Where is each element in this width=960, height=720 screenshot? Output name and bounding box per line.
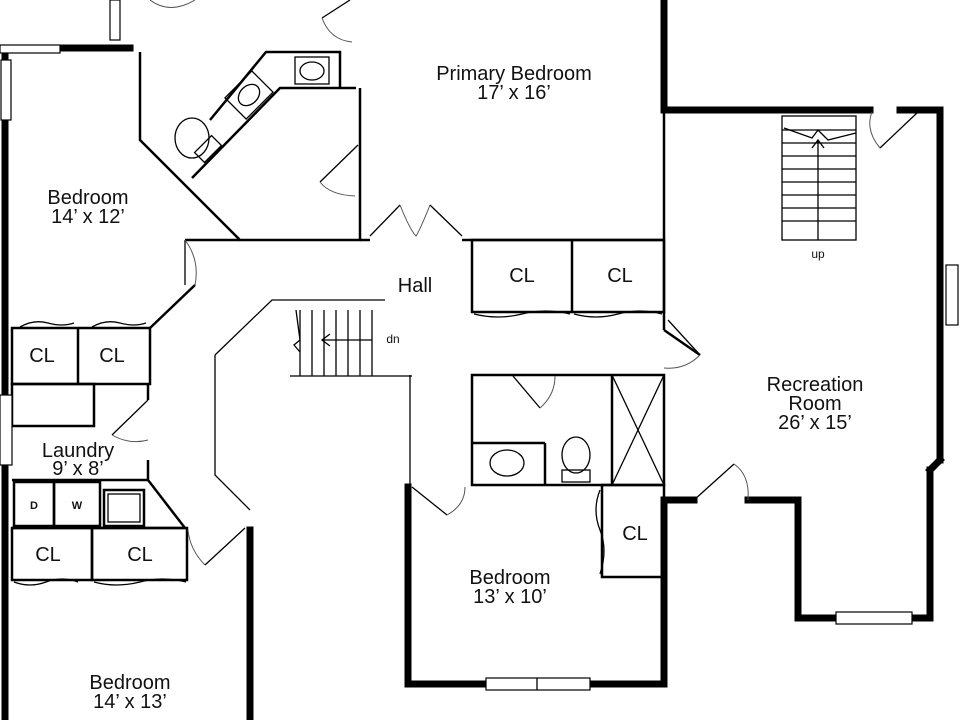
- dryer-label: D: [30, 500, 38, 512]
- closet-labels: CL CL CL CL CL CL CL: [29, 265, 648, 566]
- primary-bedroom-name: Primary Bedroom: [436, 63, 592, 85]
- room-labels: Primary Bedroom 17’ x 16’ Bedroom 14’ x …: [42, 63, 864, 713]
- stairs-down: [290, 309, 412, 377]
- laundry-dims: 9’ x 8’: [52, 458, 104, 480]
- misc-labels: up dn D W: [30, 247, 825, 512]
- bedroom-nw-dims: 14’ x 12’: [51, 206, 125, 228]
- primary-bedroom-dims: 17’ x 16’: [477, 82, 551, 104]
- fixtures: [107, 56, 591, 523]
- bedroom-sw-name: Bedroom: [89, 672, 170, 694]
- closet-label: CL: [35, 544, 61, 566]
- stairs-up-label: up: [811, 247, 825, 261]
- closet-label: CL: [99, 345, 125, 367]
- bedroom-sw-dims: 14’ x 13’: [93, 691, 167, 713]
- doors: [111, 0, 919, 566]
- closet-label: CL: [622, 523, 648, 545]
- recreation-dims: 26’ x 15’: [778, 412, 852, 434]
- windows: [0, 0, 959, 691]
- bedroom-nw-name: Bedroom: [47, 187, 128, 209]
- closet-label: CL: [29, 345, 55, 367]
- washer-label: W: [72, 500, 83, 512]
- interior-walls: [10, 50, 701, 582]
- recreation-name-line2: Room: [788, 393, 841, 415]
- closet-label: CL: [607, 265, 633, 287]
- closet-doors: [13, 310, 663, 586]
- stairs-up: [781, 115, 857, 241]
- bedroom-center-name: Bedroom: [469, 567, 550, 589]
- hall-name: Hall: [398, 275, 432, 297]
- stairs-down-label: dn: [386, 332, 399, 346]
- bedroom-center-dims: 13’ x 10’: [473, 586, 547, 608]
- closet-label: CL: [509, 265, 535, 287]
- recreation-name-line1: Recreation: [767, 374, 864, 396]
- laundry-name: Laundry: [42, 440, 114, 462]
- closet-label: CL: [127, 544, 153, 566]
